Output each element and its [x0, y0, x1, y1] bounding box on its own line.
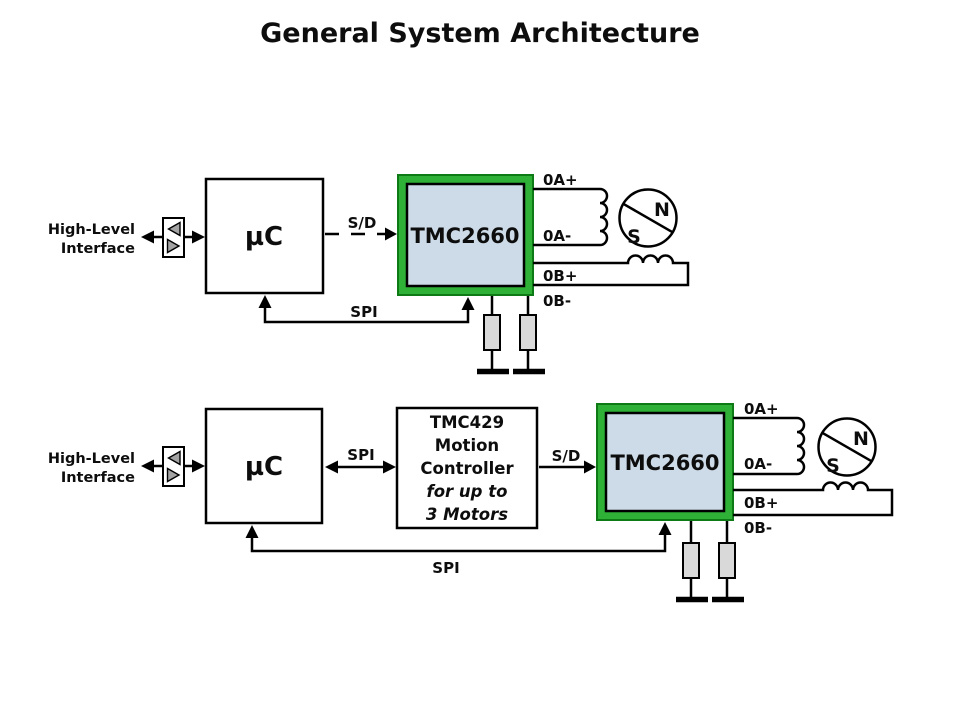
hl-interface-label-line1: High-Level	[48, 451, 135, 467]
buffer-triangle-left-icon	[167, 450, 181, 466]
buffer-triangle-left-icon	[167, 221, 181, 237]
motor-divider-line	[821, 431, 873, 463]
spi-feedback-label: SPI	[350, 303, 377, 321]
sense-resistor-1	[477, 296, 509, 375]
resistor-body	[718, 542, 736, 579]
phase-a-wire-coil	[733, 416, 806, 476]
driver-box	[405, 182, 526, 288]
motor-south-label: S	[826, 455, 840, 477]
spi-feedback-label: SPI	[432, 559, 459, 577]
controller-label-line5: 3 Motors	[426, 505, 508, 524]
resistor-body	[519, 314, 537, 351]
spi-bus-label: SPI	[347, 446, 374, 464]
controller-driver-diagram: High-Level Interface µC SPI TMC429 Motio…	[48, 400, 894, 603]
phase-b-wire-coil	[733, 481, 894, 517]
single-driver-diagram: High-Level Interface µC S/D TMC2660 0A+ …	[48, 171, 690, 375]
resistor-body	[682, 542, 700, 579]
motor-north-label: N	[853, 428, 869, 450]
output-label-0b-minus: 0B-	[744, 519, 772, 537]
motor-icon	[817, 417, 877, 477]
interface-arrow-left-head	[141, 459, 154, 473]
output-label-0a-minus: 0A-	[744, 455, 772, 473]
sd-bus-arrowhead	[584, 460, 596, 474]
controller-label-line3: Controller	[420, 459, 514, 478]
controller-label-line2: Motion	[435, 436, 499, 455]
output-label-0b-plus: 0B+	[744, 494, 778, 512]
output-label-0a-minus: 0A-	[543, 227, 571, 245]
buffer-box	[162, 217, 185, 258]
spi-bus-left-head	[325, 460, 338, 474]
spi-feedback-arrowhead-left	[258, 295, 272, 308]
spi-bus-right-head	[383, 460, 396, 474]
sd-bus-arrowhead	[385, 227, 397, 241]
buffer-triangle-right-icon	[166, 238, 181, 254]
output-label-0a-plus: 0A+	[744, 400, 779, 418]
motor-north-label: N	[654, 199, 670, 221]
driver-label: TMC2660	[410, 224, 519, 248]
output-label-0a-plus: 0A+	[543, 171, 578, 189]
phase-b-wire-coil	[533, 254, 690, 287]
driver-box	[604, 411, 726, 513]
hl-interface-label-line2: Interface	[61, 241, 135, 257]
spi-feedback-arrowhead-right	[658, 522, 672, 535]
motor-south-label: S	[627, 226, 641, 248]
sd-bus-label: S/D	[552, 447, 581, 465]
page-title: General System Architecture	[260, 18, 700, 49]
controller-box	[395, 406, 539, 530]
controller-label-line1: TMC429	[430, 413, 504, 432]
mcu-box	[204, 177, 325, 295]
hl-interface-label-line2: Interface	[61, 470, 135, 486]
motor-divider-line	[622, 202, 674, 234]
buffer-triangle-right-icon	[166, 467, 181, 483]
output-label-0b-minus: 0B-	[543, 292, 571, 310]
spi-feedback-arrowhead-right	[461, 297, 475, 310]
spi-feedback-wire	[250, 534, 667, 553]
sense-resistor-2	[712, 521, 744, 603]
phase-a-wire-coil	[533, 187, 609, 247]
hl-interface-label-line1: High-Level	[48, 222, 135, 238]
buffer-box	[162, 446, 185, 487]
spi-feedback-wire	[263, 307, 470, 324]
mcu-label: µC	[245, 222, 283, 252]
sd-bus-label: S/D	[348, 214, 377, 232]
interface-arrow-left-head	[141, 230, 154, 244]
motor-icon	[618, 188, 678, 248]
mcu-box	[204, 407, 324, 525]
mcu-label: µC	[245, 452, 283, 482]
controller-label-line4: for up to	[427, 482, 508, 501]
sense-resistor-1	[676, 521, 708, 603]
interface-arrow-right-head	[192, 230, 205, 244]
spi-feedback-arrowhead-left	[245, 525, 259, 538]
sense-resistor-2	[513, 296, 545, 375]
driver-label: TMC2660	[610, 451, 719, 475]
interface-arrow-right-head	[192, 459, 205, 473]
resistor-body	[483, 314, 501, 351]
output-label-0b-plus: 0B+	[543, 267, 577, 285]
